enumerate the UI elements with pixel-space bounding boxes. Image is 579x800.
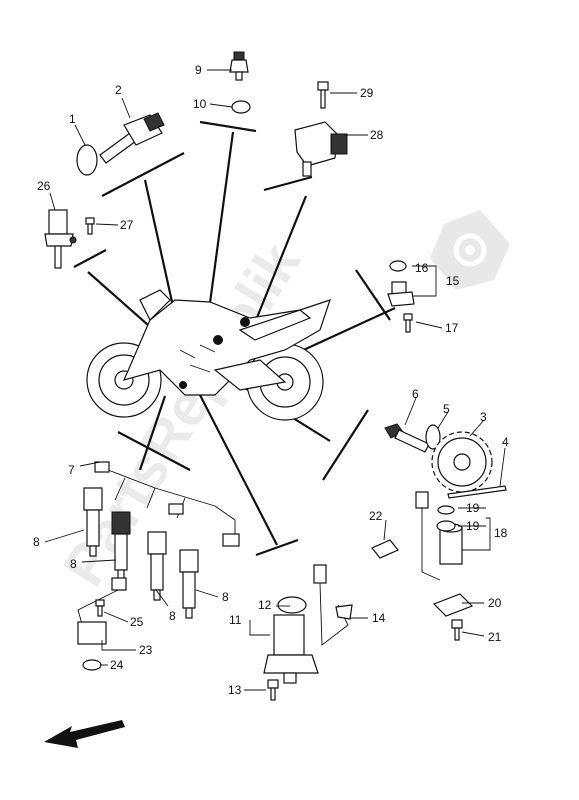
callout-15: 15 <box>446 274 460 288</box>
callout-26: 26 <box>37 179 51 193</box>
sprocket-3 <box>431 431 493 493</box>
bolt-6 <box>384 423 430 453</box>
callout-8a: 8 <box>33 535 40 549</box>
callout-leaders <box>44 69 506 691</box>
oring-24 <box>82 659 102 671</box>
callout-3: 3 <box>480 410 487 424</box>
motorcycle <box>86 289 331 421</box>
gear-icon <box>430 210 510 290</box>
oring-19b <box>436 520 456 532</box>
callout-8d: 8 <box>222 590 229 604</box>
callout-27: 27 <box>120 218 134 232</box>
lead-14 <box>313 564 353 646</box>
oring-1 <box>76 144 98 176</box>
shaft-4 <box>447 485 507 499</box>
callout-19b: 19 <box>466 519 480 533</box>
callout-8b: 8 <box>70 557 77 571</box>
callout-24: 24 <box>110 658 124 672</box>
callout-2: 2 <box>115 83 122 97</box>
ignition-coil-a <box>83 487 103 557</box>
washer-5 <box>425 424 441 450</box>
callout-12: 12 <box>258 598 272 612</box>
ignition-coil-b <box>111 511 131 581</box>
callout-21: 21 <box>488 630 502 644</box>
callout-23: 23 <box>139 643 153 657</box>
callout-5: 5 <box>443 402 450 416</box>
callout-18: 18 <box>494 526 508 540</box>
washer-10 <box>231 100 251 114</box>
wire-harness-7 <box>94 461 240 547</box>
callout-19a: 19 <box>466 501 480 515</box>
clip-22 <box>371 539 399 559</box>
oring-19a <box>437 505 455 515</box>
callout-numbers: 1 2 3 4 5 6 7 8 8 8 8 9 10 11 12 13 14 1… <box>33 63 509 697</box>
callout-8c: 8 <box>169 609 176 623</box>
oring-16 <box>389 260 407 272</box>
callout-11: 11 <box>229 613 242 627</box>
callout-29: 29 <box>360 86 374 100</box>
ignition-coil-c <box>147 531 167 601</box>
callout-13: 13 <box>228 683 242 697</box>
bolt-17 <box>403 313 413 333</box>
bolt-21 <box>451 619 463 641</box>
callout-7: 7 <box>68 463 75 477</box>
sensor-9 <box>229 51 249 81</box>
screw-27 <box>85 217 95 235</box>
bolt-25 <box>95 599 105 617</box>
temp-sensor-2 <box>99 112 165 164</box>
ignition-coil-d <box>179 549 199 619</box>
sensor-assembly-18 <box>415 491 463 581</box>
sensor-15 <box>387 281 415 307</box>
callout-6: 6 <box>412 387 419 401</box>
callout-10: 10 <box>193 97 207 111</box>
parts <box>44 51 507 701</box>
gasket-12 <box>277 596 307 614</box>
bolt-29 <box>317 81 329 109</box>
sensor-23 <box>77 577 127 645</box>
sensor-11 <box>263 614 319 684</box>
callout-1: 1 <box>69 112 76 126</box>
callout-14: 14 <box>372 611 386 625</box>
sensor-26 <box>44 209 77 269</box>
callout-28: 28 <box>370 128 384 142</box>
callout-22: 22 <box>369 509 383 523</box>
bracket-20 <box>432 593 474 617</box>
sensor-28 <box>294 121 348 177</box>
callout-4: 4 <box>502 435 509 449</box>
bolt-13 <box>267 679 279 701</box>
callout-20: 20 <box>488 596 502 610</box>
callout-16: 16 <box>415 261 429 275</box>
callout-17: 17 <box>445 321 459 335</box>
front-direction-arrow-icon <box>44 720 125 748</box>
callout-25: 25 <box>130 615 144 629</box>
callout-9: 9 <box>195 63 202 77</box>
